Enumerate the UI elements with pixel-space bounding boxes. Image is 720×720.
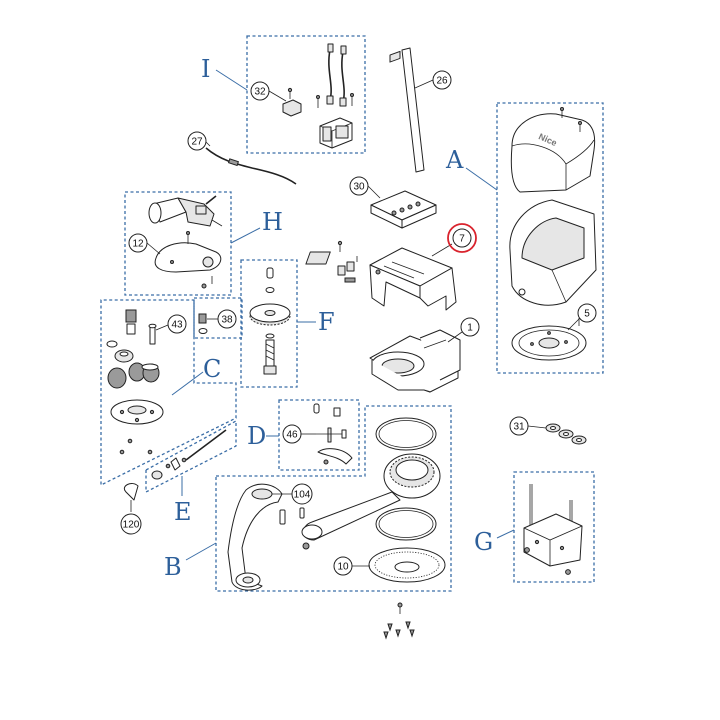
arm-pin-parts [279, 507, 305, 525]
svg-text:31: 31 [513, 422, 525, 433]
group-letter-B: B [164, 553, 182, 581]
worm-shaft-part [263, 333, 277, 375]
part-callout-7[interactable]: 7 [447, 223, 477, 253]
small-pinion-part [198, 313, 208, 334]
part-callout-27[interactable]: 27 [187, 131, 207, 151]
planet-carrier-part [110, 399, 164, 455]
group-letter-I: I [201, 55, 210, 83]
group-frame-G [513, 471, 595, 583]
group-frame-B [215, 405, 452, 592]
small-switches-part [337, 240, 358, 283]
long-arm-part [301, 453, 441, 550]
pin-part-43 [148, 323, 157, 345]
svg-text:5: 5 [584, 309, 590, 320]
part-callout-30[interactable]: 30 [349, 176, 369, 196]
group-letter-F: F [318, 308, 335, 336]
washer-set-part [545, 423, 587, 445]
svg-text:38: 38 [221, 315, 233, 326]
group-frame-F [240, 259, 298, 388]
svg-text:43: 43 [171, 320, 183, 331]
cable-part [205, 147, 297, 185]
group-frame-D [278, 399, 360, 471]
part-callout-1[interactable]: 1 [460, 317, 480, 337]
svg-text:32: 32 [254, 87, 266, 98]
group-letter-A: A [445, 146, 464, 174]
spacer-parts-F [265, 267, 275, 293]
group-frame-F-sub [193, 297, 243, 339]
part-callout-104[interactable]: 104 [291, 483, 313, 505]
terminal-pins-part [316, 93, 354, 108]
part-callout-26[interactable]: 26 [432, 70, 452, 90]
control-board-part [370, 50, 437, 229]
group-frame-I [246, 35, 366, 154]
motor-plate-part [154, 231, 222, 289]
part-callout-12[interactable]: 12 [128, 233, 148, 253]
outer-cover-part [509, 199, 597, 306]
drive-ring-lower-part [375, 507, 437, 541]
gear-set-part [106, 309, 160, 389]
wire-pair-part [326, 43, 347, 107]
part-callout-32[interactable]: 32 [250, 81, 270, 101]
part-callout-120[interactable]: 120 [120, 513, 142, 535]
group-letter-D: D [247, 422, 266, 450]
transformer-part [319, 117, 353, 149]
lever-set-part [313, 403, 353, 465]
disc-plate-part [511, 318, 587, 361]
svg-text:1: 1 [467, 323, 473, 334]
svg-text:46: 46 [286, 430, 298, 441]
part-callout-43[interactable]: 43 [167, 314, 187, 334]
svg-text:104: 104 [294, 490, 311, 501]
group-frame-E [145, 419, 237, 494]
drive-ring-upper-part [375, 417, 437, 451]
part-callout-31[interactable]: 31 [509, 416, 529, 436]
svg-text:120: 120 [123, 520, 140, 531]
highlight-ring [447, 223, 477, 253]
release-spindle-part [151, 429, 227, 480]
encoder-disc-part [368, 547, 446, 583]
mounting-plate-part [523, 484, 583, 575]
top-cover-part: Nice [510, 107, 596, 193]
group-letter-E: E [174, 498, 192, 526]
release-key-part [124, 483, 139, 501]
svg-text:26: 26 [436, 76, 448, 87]
part-callout-38[interactable]: 38 [217, 309, 237, 329]
crown-gear-part [249, 303, 291, 326]
group-frame-C [100, 299, 237, 487]
svg-text:30: 30 [353, 182, 365, 193]
group-frame-A [496, 102, 604, 374]
inner-housing-part [305, 247, 457, 311]
svg-text:27: 27 [191, 137, 203, 148]
base-housing-part [369, 329, 461, 393]
motor-part [148, 195, 223, 227]
part-callout-46[interactable]: 46 [282, 424, 302, 444]
group-letter-H: H [262, 208, 283, 236]
group-letter-C: C [203, 355, 221, 383]
group-letter-G: G [474, 528, 493, 556]
svg-text:7: 7 [459, 234, 465, 245]
part-callout-5[interactable]: 5 [577, 303, 597, 323]
svg-text:10: 10 [337, 562, 349, 573]
svg-text:12: 12 [132, 239, 144, 250]
part-callout-10[interactable]: 10 [333, 556, 353, 576]
curved-arm-part [227, 483, 283, 591]
loose-screws-part [383, 602, 415, 640]
strap-part [401, 47, 425, 173]
small-block-part [282, 87, 302, 117]
